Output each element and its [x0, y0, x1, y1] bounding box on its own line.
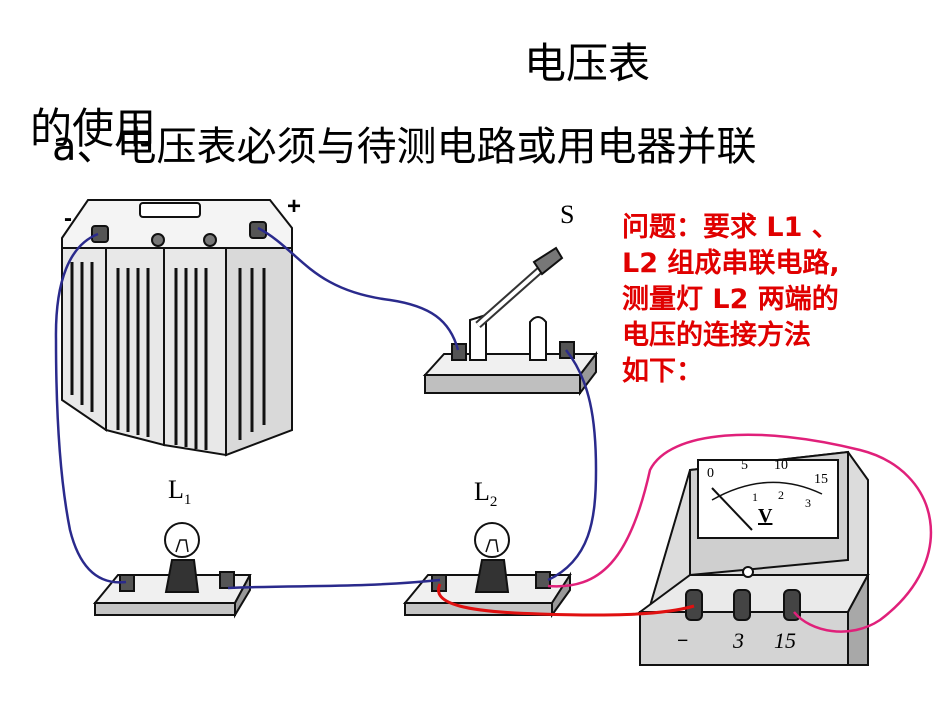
lamp-2-label: L2	[474, 477, 497, 511]
voltmeter-scale-10: 10	[774, 458, 788, 473]
lamp-2-subscript: 2	[489, 494, 498, 511]
note-line-5: 如下：	[622, 356, 703, 387]
voltmeter-scale-low-2: 2	[778, 488, 784, 502]
switch-label: S	[560, 200, 575, 229]
voltmeter	[636, 450, 870, 666]
voltmeter-scale-15: 15	[814, 472, 828, 487]
voltmeter-scale-low-1: 1	[752, 490, 758, 504]
battery-negative-sign: -	[64, 205, 72, 232]
lamp-1-letter: L	[168, 475, 184, 504]
note-line-2: L2 组成串联电路,	[622, 248, 840, 279]
battery-positive-sign: +	[287, 193, 302, 220]
meter-wire-pink	[547, 433, 933, 633]
meter-wire-red	[437, 583, 695, 617]
question-note: 问题：要求 L1 、 L2 组成串联电路, 测量灯 L2 两端的 电压的连接方法…	[622, 210, 922, 390]
note-line-1: 问题：要求 L1 、	[622, 212, 839, 243]
voltmeter-scale-low-3: 3	[805, 496, 811, 510]
series-wires	[54, 226, 598, 590]
voltmeter-terminal-15: 15	[774, 628, 796, 653]
slide-title: 电压表	[524, 39, 651, 88]
knife-switch	[422, 246, 599, 396]
voltmeter-terminal-3: 3	[733, 628, 744, 653]
voltmeter-terminal-negative: −	[677, 630, 689, 652]
note-line-4: 电压的连接方法	[622, 320, 811, 351]
lamp-1-subscript: 1	[183, 492, 192, 509]
lamp-2	[402, 522, 572, 619]
voltmeter-scale-5: 5	[741, 458, 748, 473]
lamp-1	[92, 522, 252, 619]
note-line-3: 测量灯 L2 两端的	[622, 284, 839, 315]
lamp-2-letter: L	[474, 477, 490, 506]
subtitle-main: a、电压表必须与待测电路或用电器并联	[52, 124, 757, 170]
voltmeter-scale-0: 0	[707, 466, 714, 481]
subtitle-overlap-text: 的使用	[30, 104, 157, 153]
battery	[61, 199, 293, 457]
lamp-1-label: L1	[168, 475, 191, 509]
voltmeter-symbol: V	[758, 505, 773, 527]
